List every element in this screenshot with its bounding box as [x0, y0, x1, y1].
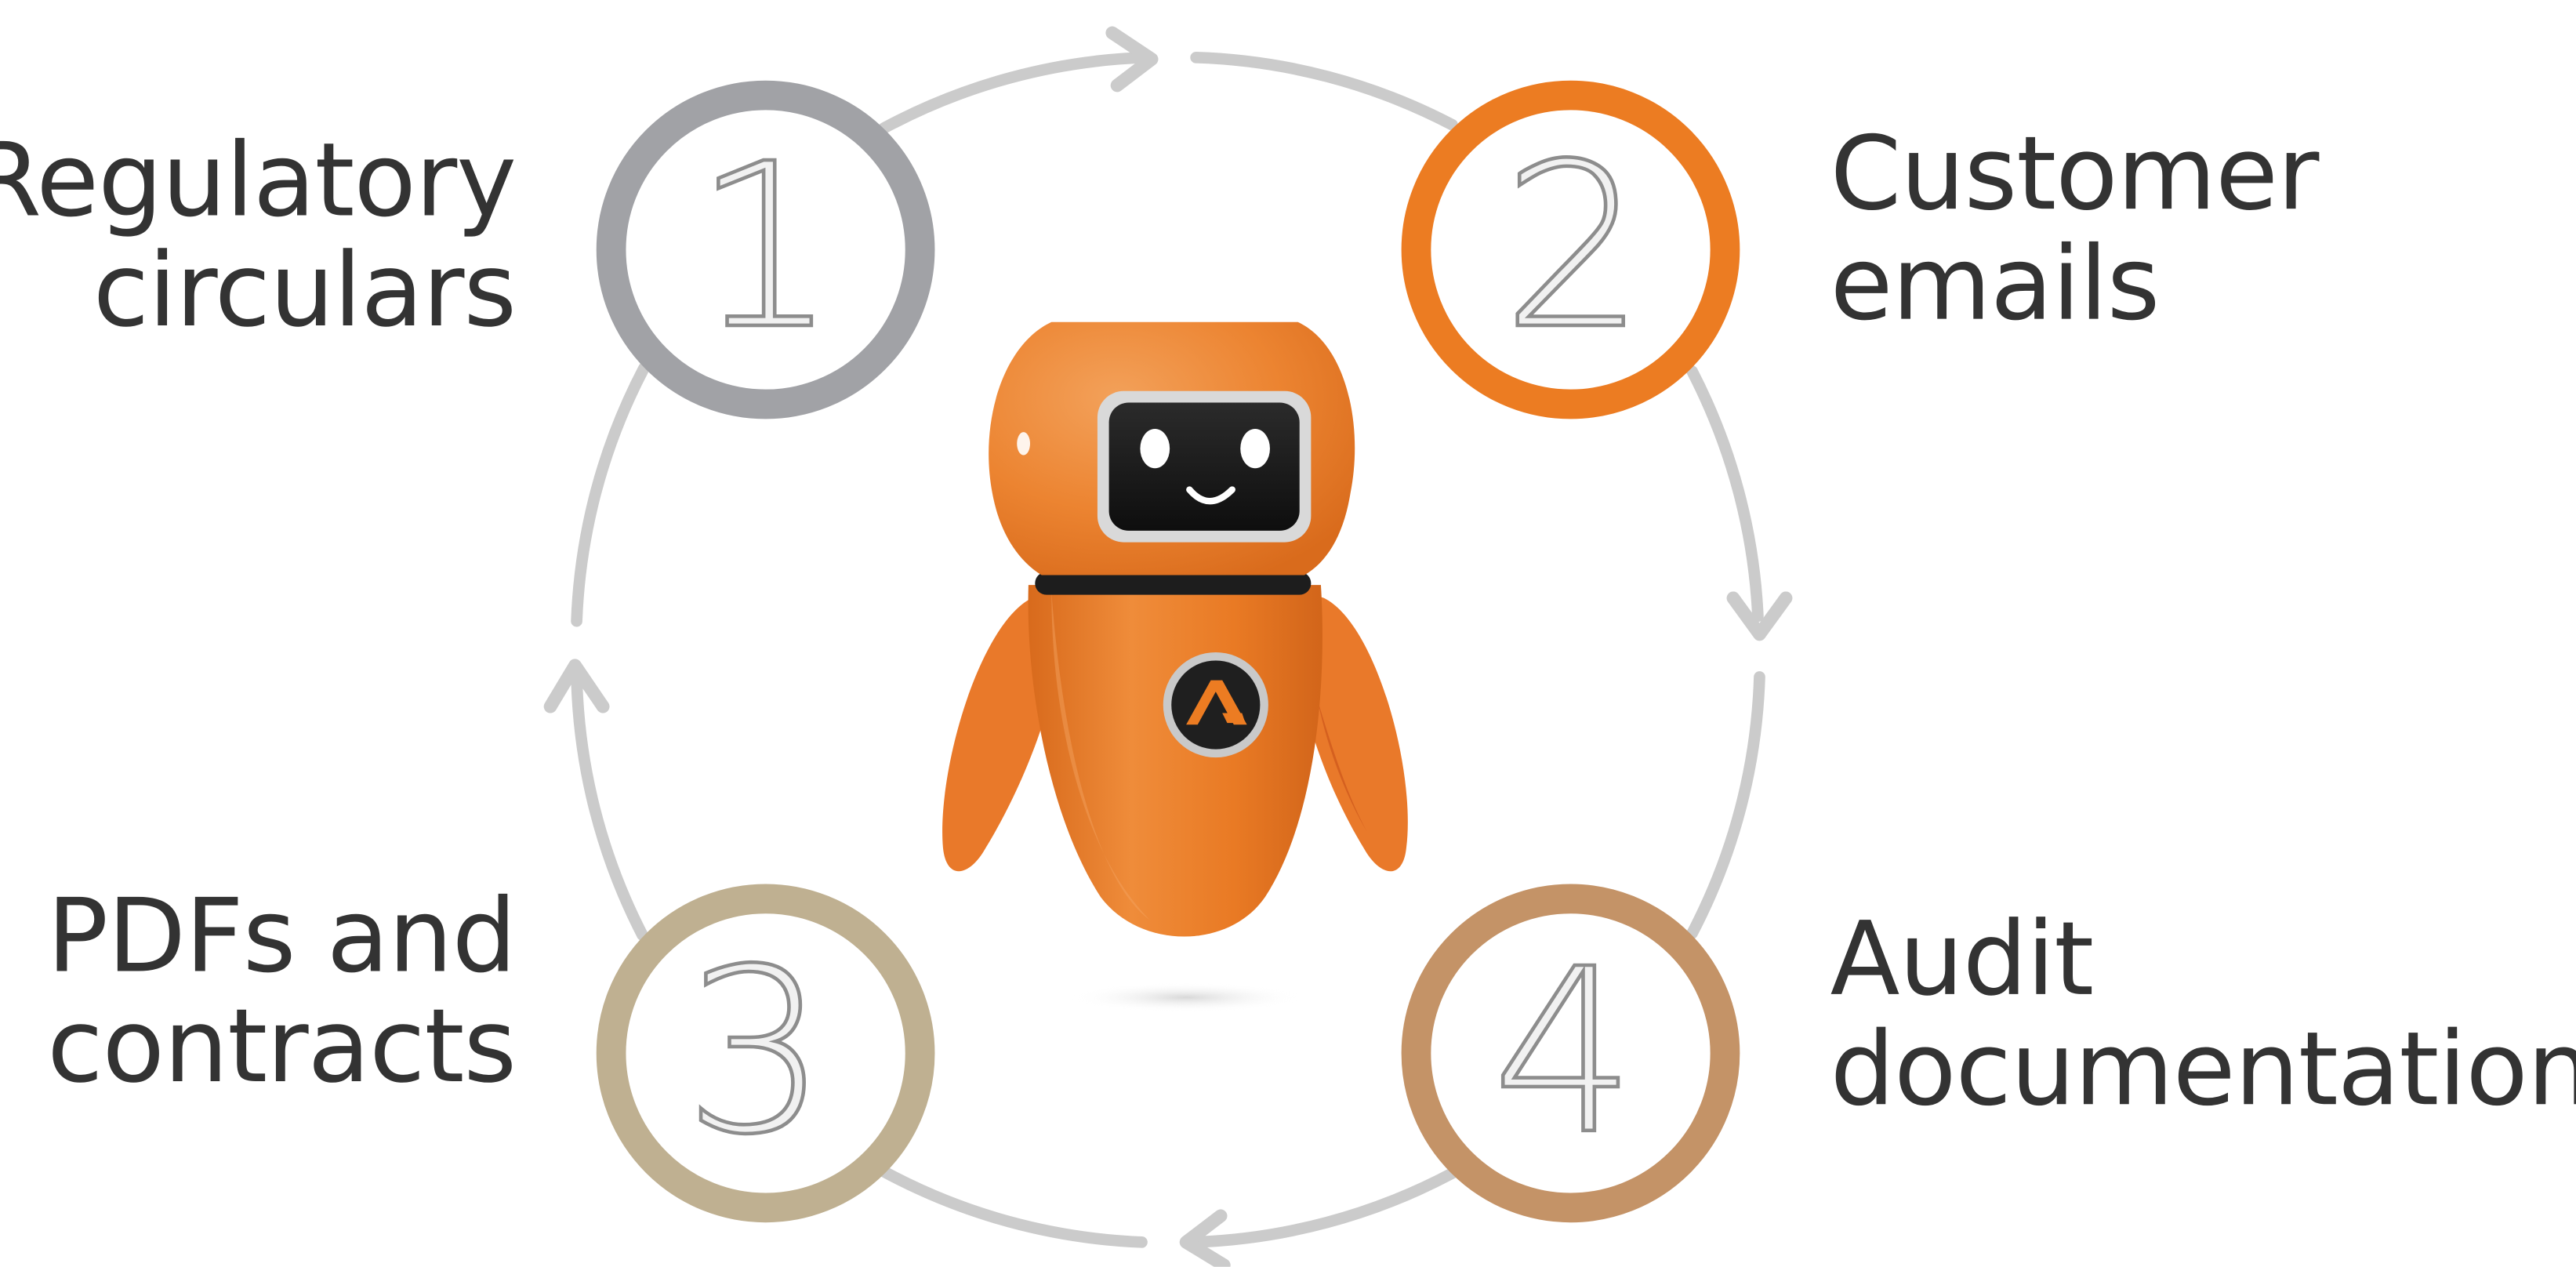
cycle-arc-top-left [878, 52, 1152, 134]
robot-right-eye [1240, 428, 1270, 469]
step-2-label-line-1: Customer [1830, 113, 2320, 234]
step-3-badge: 3 [596, 884, 935, 1223]
step-1-label-line-2: circulars [93, 230, 517, 350]
robot-right-arm [1297, 597, 1408, 872]
step-2-label: Customer emails [1830, 113, 2320, 344]
step-3-label-line-2: contracts [47, 986, 517, 1106]
cycle-arc-left-upper [571, 362, 650, 627]
step-1-label-line-1: Regulatory [0, 119, 517, 240]
robot-left-arm [942, 597, 1059, 872]
robot-mascot-icon [942, 321, 1408, 1012]
cycle-arc-right-upper [1686, 365, 1764, 623]
robot-left-eye [1140, 428, 1170, 469]
step-2-badge: 2 [1401, 80, 1740, 419]
robot-face-screen [1108, 402, 1300, 531]
robot-smile [1186, 486, 1235, 505]
step-1-badge: 1 [596, 80, 935, 419]
step-3-label-line-1: PDFs and [46, 876, 517, 996]
step-1-label: Regulatory circulars [0, 119, 517, 350]
stylized-a-logo-icon [1163, 652, 1268, 758]
step-3-number: 3 [684, 921, 828, 1185]
step-1-number: 1 [694, 116, 838, 379]
step-4-label: Audit documentation [1830, 904, 2576, 1124]
step-2-label-line-2: emails [1830, 223, 2161, 344]
step-2-number: 2 [1502, 116, 1646, 379]
cycle-arc-top-right [1190, 52, 1458, 131]
cycle-arc-right-lower [1686, 671, 1765, 939]
cycle-arc-left-lower [571, 671, 648, 941]
step-4-label-line-1: Audit [1830, 899, 2095, 1019]
cycle-arc-bottom-right [1187, 1167, 1458, 1248]
arrowhead-down-icon [1726, 591, 1793, 641]
robot-floor-shadow [1071, 982, 1301, 1012]
arrowhead-up-icon [543, 659, 610, 713]
robot-neck-band [1035, 572, 1312, 595]
arrowhead-left-icon [1179, 1209, 1231, 1267]
step-3-label: PDFs and contracts [46, 876, 517, 1106]
arrowhead-right-icon [1105, 26, 1159, 93]
step-4-label-line-2: documentation [1830, 1008, 2576, 1129]
step-4-badge: 4 [1401, 884, 1740, 1223]
step-4-number: 4 [1492, 921, 1636, 1185]
cycle-arrowheads [543, 26, 1793, 1267]
cycle-arc-bottom-left [878, 1165, 1148, 1248]
cycle-arrows [571, 52, 1765, 1248]
